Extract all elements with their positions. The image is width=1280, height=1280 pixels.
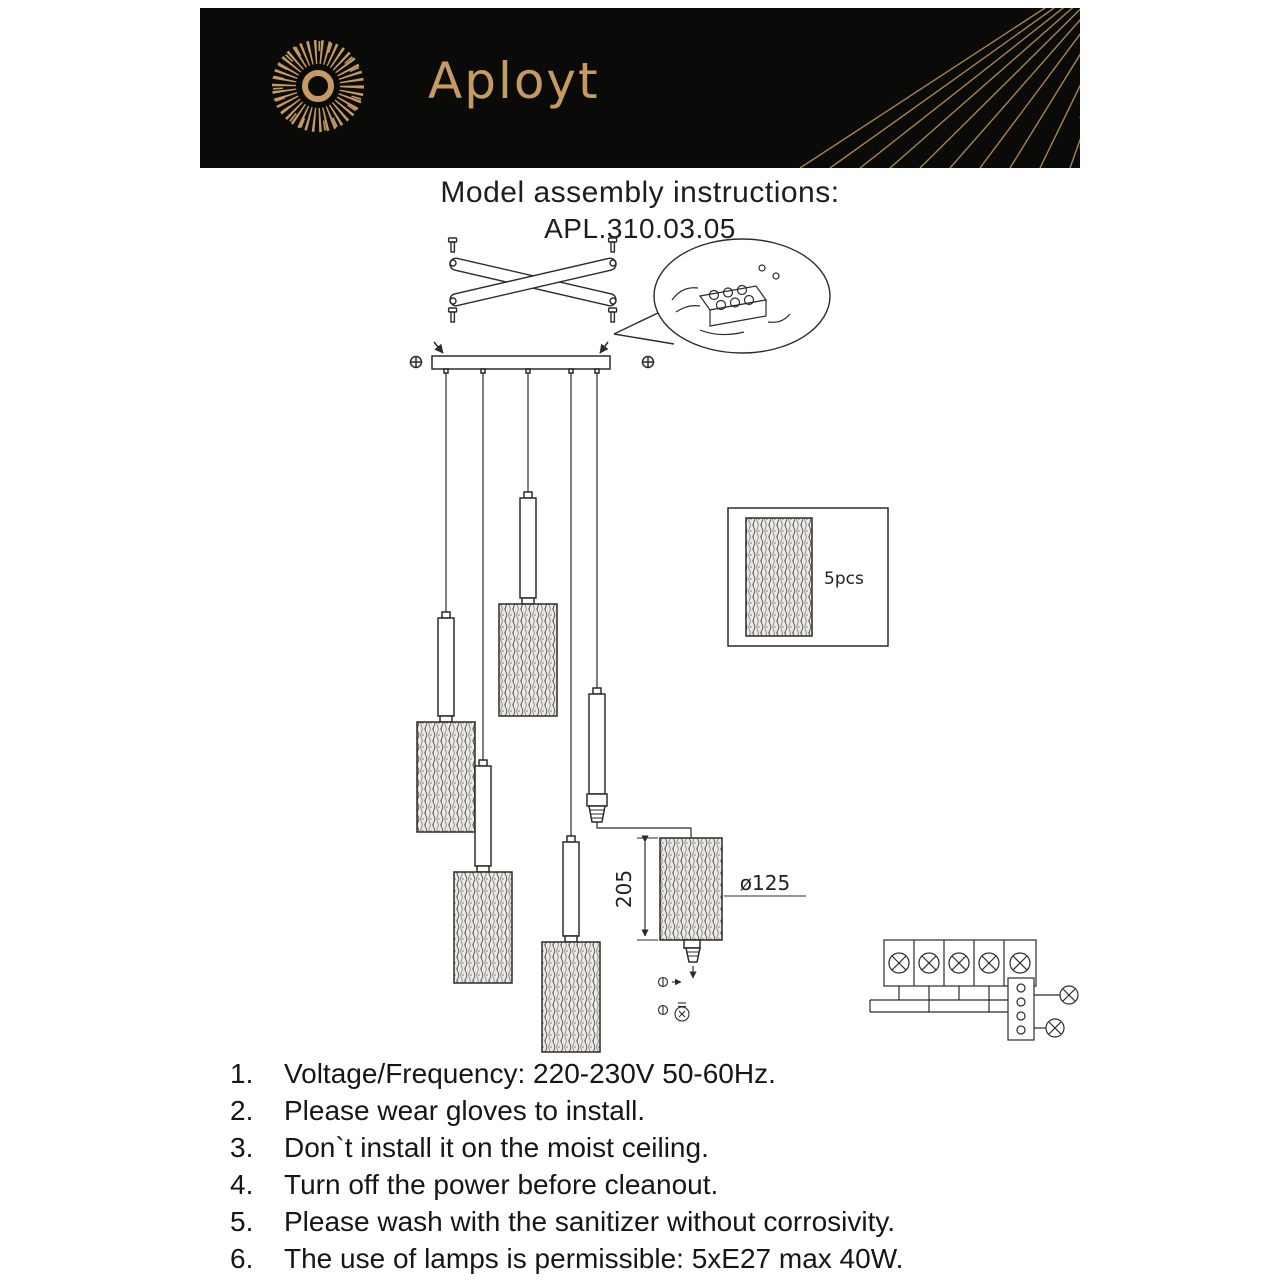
terminal-block-icon [671,264,791,336]
banner-decoration [272,8,1080,168]
pendant-lamp-3 [453,759,513,984]
screw-icon [447,237,618,323]
pendant-lamp-5 [586,687,692,838]
diameter-dimension-label: ø125 [740,871,790,895]
instruction-number: 5. [230,1206,254,1237]
bulb-icon [657,1002,690,1022]
switch-symbol-icon [1059,985,1079,1005]
ceiling-plate-drawing [409,341,655,374]
wiring-diagram [869,939,1079,1041]
pendant-lamp-4 [541,835,601,1053]
lamp-shade [416,721,476,833]
instruction-text: Don`t install it on the moist ceiling. [284,1132,709,1163]
brand-logo-text: Aployt [428,52,600,110]
connector-magnifier-detail [613,238,831,354]
instruction-number: 3. [230,1132,254,1163]
instruction-number: 1. [230,1058,254,1089]
terminal-strip-icon [1007,977,1035,1041]
instruction-item-3: 3. Don`t install it on the moist ceiling… [230,1132,903,1169]
height-dimension-label: 205 [612,870,636,908]
shade-parts-box: 5pcs [727,507,889,647]
instruction-number: 4. [230,1169,254,1200]
instruction-text: Please wear gloves to install. [284,1095,646,1126]
pcs-count-label: 5pcs [824,569,864,589]
instruction-item-6: 6. The use of lamps is permissible: 5xE2… [230,1243,903,1280]
instruction-text: Voltage/Frequency: 220-230V 50-60Hz. [284,1058,776,1089]
lamp-shade [453,871,513,984]
lamp-shade [498,603,558,717]
brand-banner: Aployt [200,8,1080,168]
suspension-cords [445,373,598,836]
lamp-shade [659,837,723,941]
instruction-number: 6. [230,1243,254,1274]
page-title: Model assembly instructions: [440,176,840,209]
lamp-socket-icon [685,947,701,963]
mounting-bracket-drawing [447,237,618,323]
lamp-shade [745,517,813,637]
lamp-shade [541,941,601,1053]
sunburst-logo-icon [272,40,364,132]
lamp-symbol-icon [888,952,1031,974]
instruction-item-5: 5. Please wash with the sanitizer withou… [230,1206,903,1243]
ray-fan-decoration [799,8,1080,168]
instruction-text: The use of lamps is permissible: 5xE27 m… [284,1243,904,1274]
instruction-item-1: 1. Voltage/Frequency: 220-230V 50-60Hz. [230,1058,903,1095]
pendant-lamp-1 [416,611,476,833]
switch-symbol-icon [1045,1018,1065,1038]
instruction-text: Please wash with the sanitizer without c… [284,1206,896,1237]
model-number: APL.310.03.05 [544,213,736,244]
instruction-item-2: 2. Please wear gloves to install. [230,1095,903,1132]
shade-dimension-drawing: 205 ø125 [612,835,806,1022]
pendant-lamp-2 [498,491,558,717]
holder-icon [657,976,682,988]
instruction-list: 1. Voltage/Frequency: 220-230V 50-60Hz. … [230,1058,903,1280]
instruction-number: 2. [230,1095,254,1126]
instruction-text: Turn off the power before cleanout. [284,1169,719,1200]
instruction-item-4: 4. Turn off the power before cleanout. [230,1169,903,1206]
